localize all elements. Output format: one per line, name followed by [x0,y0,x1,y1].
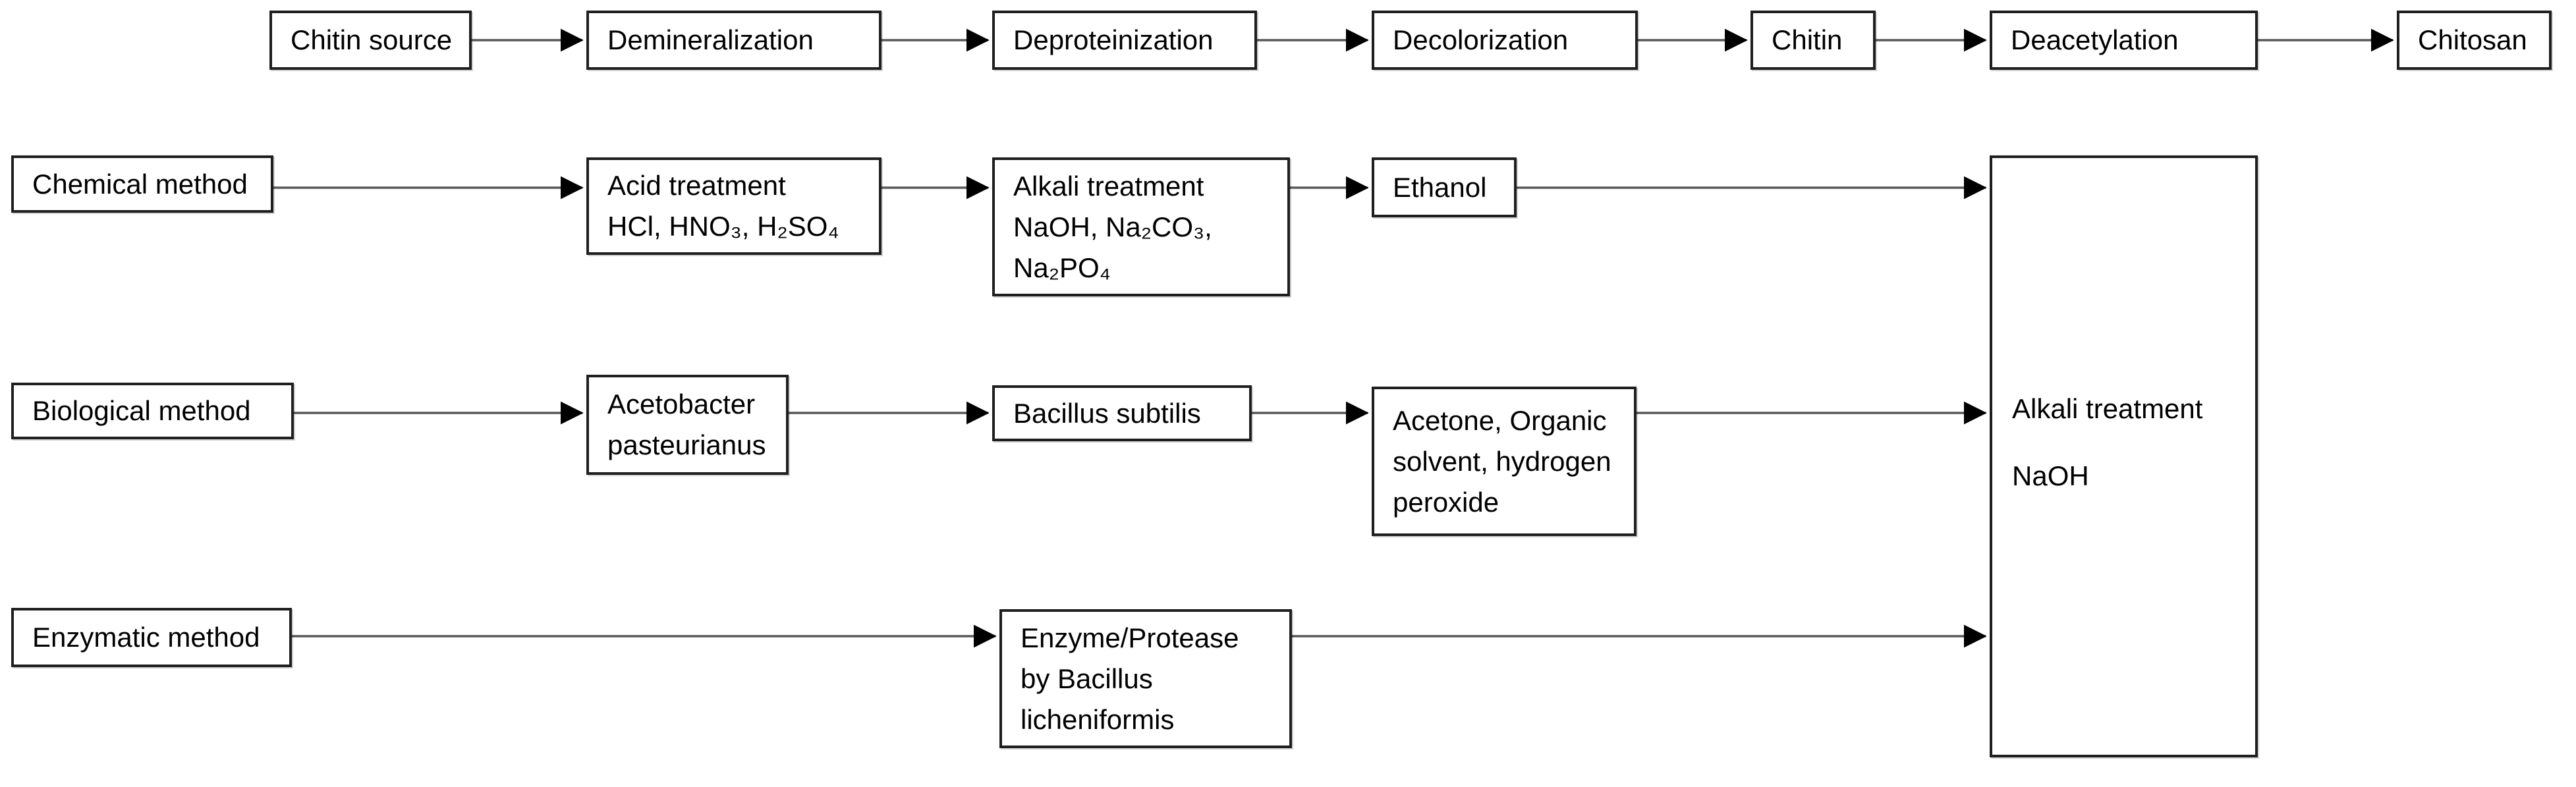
node-enzymatic-method: Enzymatic method [11,608,292,667]
node-decolorization: Decolorization [1372,11,1638,70]
node-acid-treatment: Acid treatment HCl, HNO₃, H₂SO₄ [586,157,882,255]
node-chitosan: Chitosan [2397,11,2552,70]
node-acetobacter-pasteurianus: Acetobacter pasteurianus [586,375,789,475]
final-naoh-label: NaOH [2012,460,2089,491]
node-bacillus-subtilis: Bacillus subtilis [992,385,1252,441]
node-alkali-treatment: Alkali treatment NaOH, Na₂CO₃, Na₂PO₄ [992,157,1290,296]
node-chitin-source: Chitin source [269,11,472,70]
node-enzyme-protease: Enzyme/Protease by Bacillus licheniformi… [999,609,1292,748]
node-ethanol: Ethanol [1372,157,1517,217]
node-acetone-organic-solvent: Acetone, Organic solvent, hydrogen perox… [1372,387,1637,536]
node-chitin: Chitin [1750,11,1876,70]
node-deacetylation: Deacetylation [1990,11,2258,70]
node-chemical-method: Chemical method [11,155,273,213]
node-biological-method: Biological method [11,383,294,439]
final-alkali-treatment-label: Alkali treatment [2012,393,2203,424]
node-final-alkali-treatment: Alkali treatment NaOH [1990,155,2258,757]
node-demineralization: Demineralization [586,11,882,70]
node-deproteinization: Deproteinization [992,11,1257,70]
